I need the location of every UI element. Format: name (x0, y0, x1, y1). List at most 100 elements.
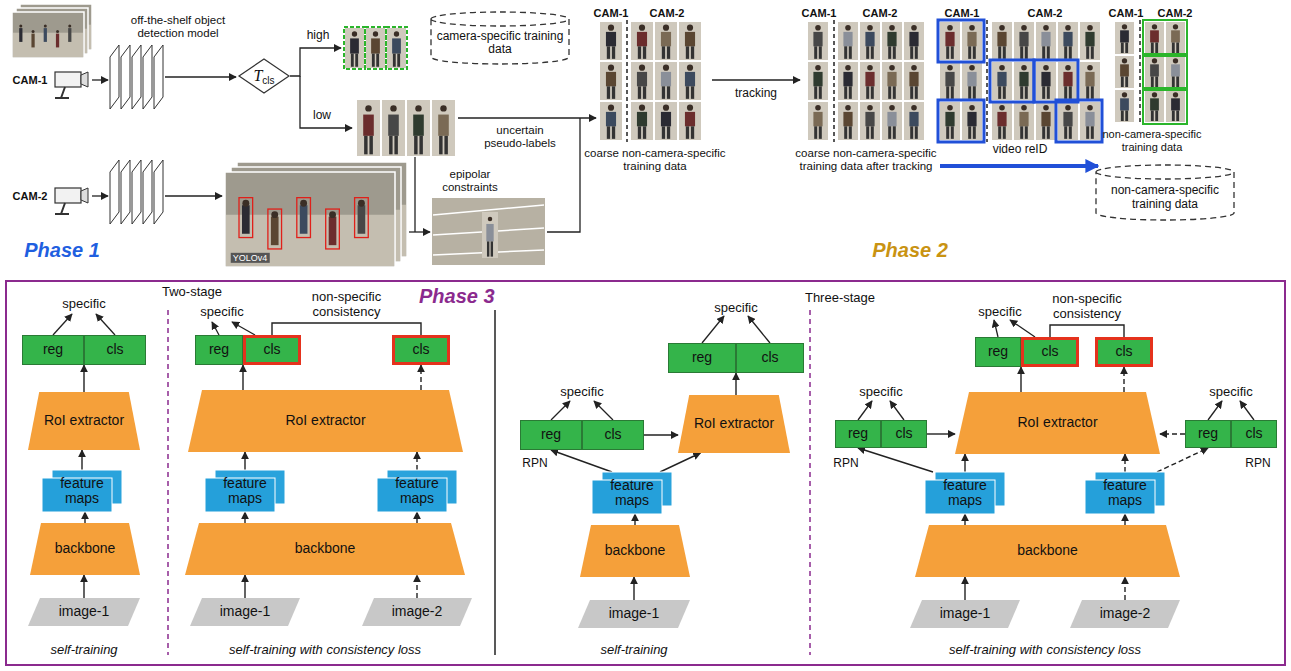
decoration (999, 25, 1005, 31)
person-crop (992, 22, 1012, 60)
person-crop (600, 62, 622, 100)
edge-label: non-specific consistency (301, 290, 393, 320)
decoration (390, 105, 396, 111)
decoration (1080, 22, 1100, 60)
decoration (1125, 76, 1128, 87)
decoration (300, 205, 308, 234)
text-wrap: reg (848, 426, 868, 441)
decoration (1019, 72, 1028, 86)
decoration (910, 126, 913, 139)
text-wrap: cls (604, 427, 621, 442)
camera-label: CAM-2 (13, 190, 48, 203)
decoration (1125, 42, 1128, 53)
decoration (1063, 112, 1072, 126)
decoration (1085, 72, 1094, 86)
decoration (969, 25, 975, 31)
decoration (329, 211, 336, 218)
decoration (940, 22, 960, 60)
person-crop (962, 62, 982, 100)
decoration (631, 22, 653, 60)
decoration (945, 32, 954, 46)
decoration (685, 72, 695, 86)
connector (272, 323, 421, 335)
match-box (1034, 60, 1078, 102)
node-text: cls (895, 426, 912, 441)
node-text: feature maps (933, 478, 997, 509)
text-wrap: image-1 (940, 606, 991, 621)
node-text: backbone (1017, 543, 1078, 558)
text-wrap: image-2 (1100, 606, 1151, 621)
text-wrap: cls (263, 342, 280, 357)
arrow-line (300, 76, 352, 128)
decoration (1166, 22, 1185, 54)
connector (83, 365, 84, 392)
edge-label: non-specific consistency (1041, 292, 1133, 322)
decoration (997, 72, 1006, 86)
decoration (1121, 110, 1124, 121)
decoration (387, 28, 406, 68)
decoration (355, 54, 358, 67)
decoration (845, 25, 851, 31)
decoration (31, 34, 34, 48)
decoration (888, 86, 891, 99)
node-text: image-1 (59, 604, 110, 619)
decoration (947, 25, 953, 31)
node-text: image-1 (220, 604, 271, 619)
module-trapezoid: RoI extractor (28, 392, 140, 450)
node-text: reg (848, 426, 868, 441)
decoration (1150, 30, 1159, 42)
decoration (691, 86, 694, 99)
decoration (1176, 42, 1179, 53)
decoration (1025, 46, 1028, 59)
leader-arrow (594, 401, 613, 420)
arrow-line (165, 76, 236, 77)
input-image: image-2 (1070, 600, 1180, 628)
input-image: image-1 (910, 600, 1020, 628)
decoration (143, 160, 152, 224)
decoration (55, 203, 69, 214)
connector (244, 452, 245, 470)
decoration (663, 105, 669, 111)
decoration (1120, 64, 1129, 76)
decoration (1151, 42, 1154, 53)
decoration (686, 46, 689, 59)
decoration (1036, 102, 1056, 140)
phase-title: Phase 2 (872, 239, 948, 262)
decoration (1173, 92, 1178, 97)
node-text: image-1 (609, 606, 660, 621)
camera-label: CAM-2 (1158, 7, 1193, 20)
decoration (945, 72, 954, 86)
branch-label: low (313, 109, 331, 123)
decoration (911, 105, 917, 111)
decoration (56, 34, 59, 48)
rpn-label: RPN (1245, 457, 1270, 471)
decoration (1043, 105, 1049, 111)
decoration (394, 31, 399, 36)
decoration (365, 27, 386, 69)
person-crop (860, 62, 880, 100)
module-trapezoid: backbone (915, 525, 1180, 577)
leader-arrow (232, 322, 255, 335)
feature-map-box: feature maps (42, 470, 122, 512)
decoration (606, 72, 616, 86)
decoration (631, 62, 653, 100)
decoration (606, 112, 616, 126)
flow-label: epipolar constraints (435, 168, 505, 194)
decoration (393, 54, 396, 67)
decoration (838, 62, 858, 100)
person-crop (1036, 22, 1056, 60)
text-wrap: cls (106, 342, 123, 357)
head-box: cls (1021, 337, 1079, 367)
decoration (1173, 24, 1178, 29)
module-trapezoid: backbone (580, 525, 690, 577)
decoration (432, 100, 455, 156)
decoration (663, 25, 669, 31)
text-wrap: reg (541, 427, 561, 442)
decoration (888, 126, 891, 139)
decoration (486, 224, 493, 241)
text-wrap: image-1 (609, 606, 660, 621)
camera-icon (55, 188, 88, 214)
decoration (909, 72, 918, 86)
decoration (845, 105, 851, 111)
decoration (663, 65, 669, 71)
